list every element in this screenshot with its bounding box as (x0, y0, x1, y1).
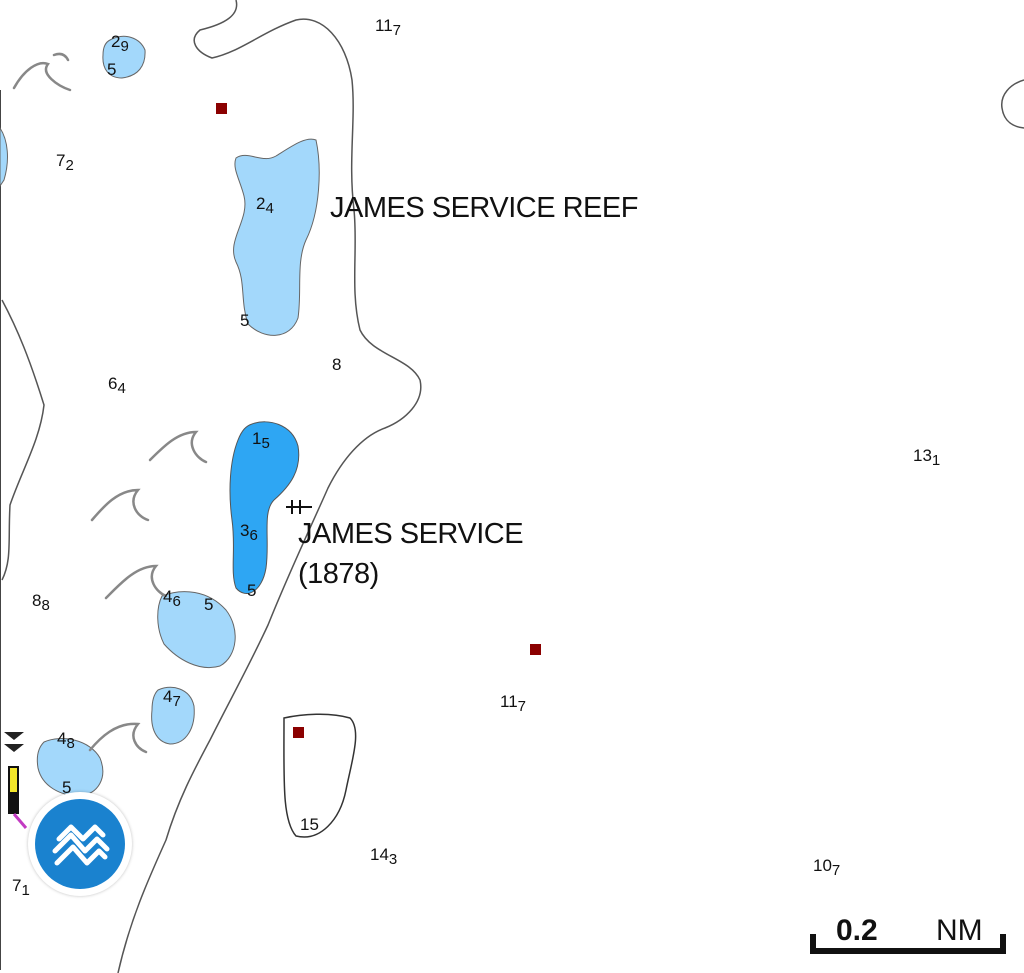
depth-sounding: 71 (12, 876, 30, 899)
depth-sounding: 5 (62, 778, 72, 797)
depth-sounding: 107 (813, 856, 841, 879)
depth-sounding: 29 (111, 32, 129, 55)
depth-sounding: 117 (375, 16, 401, 39)
depth-sounding: 15 (252, 429, 270, 452)
rock-symbol-icon (88, 722, 148, 754)
depth-sounding: 64 (108, 374, 126, 397)
depth-sounding: 117 (500, 692, 526, 715)
scale-unit: NM (936, 914, 983, 947)
depth-sounding: 5 (204, 595, 214, 614)
depth-sounding: 5 (247, 581, 257, 600)
depth-sounding: 131 (913, 446, 941, 469)
logo-badge (35, 799, 125, 889)
depth-sounding: 5 (240, 311, 250, 330)
depth-sounding: 47 (163, 687, 181, 710)
wave-lines-icon (52, 824, 110, 866)
depth-sounding: 143 (370, 845, 398, 868)
depth-sounding: 8 (332, 355, 342, 374)
depth-sounding: 15 (300, 815, 319, 834)
rock-symbol-icon (12, 52, 72, 92)
square-marker-icon[interactable] (530, 644, 541, 655)
shallow-area-south-a (157, 591, 236, 668)
wreck-symbol-icon[interactable] (286, 500, 312, 514)
wreck-year-label: (1878) (298, 558, 379, 590)
sounding-15-contour (283, 713, 357, 838)
depth-sounding: 24 (256, 194, 274, 217)
square-marker-icon[interactable] (293, 727, 304, 738)
depth-sounding: 48 (57, 729, 75, 752)
left-depth-contour (1, 299, 45, 581)
rock-symbol-icon (90, 488, 150, 522)
depth-sounding: 36 (240, 521, 258, 544)
rock-symbol-icon (148, 430, 208, 464)
very-shallow-area (229, 421, 300, 594)
shallow-area-south-b (151, 686, 195, 745)
depth-sounding: 46 (163, 587, 181, 610)
shallow-area-west-edge (0, 127, 8, 187)
scale-bar-line (810, 934, 1006, 954)
reef-name-label[interactable]: JAMES SERVICE REEF (330, 192, 638, 224)
square-marker-icon[interactable] (216, 103, 227, 114)
scale-value: 0.2 (836, 914, 878, 947)
depth-sounding: 72 (56, 151, 74, 174)
depth-sounding: 88 (32, 591, 50, 614)
shallow-area-reef (233, 138, 320, 336)
shallow-area-north (102, 35, 146, 79)
depth-sounding: 5 (107, 60, 117, 79)
reef-depth-contour (117, 0, 422, 973)
tide-gauge-icon[interactable] (0, 730, 30, 830)
right-edge-contour (1001, 79, 1024, 129)
navionics-wave-logo-icon[interactable] (28, 792, 132, 896)
rock-symbol-icon (104, 564, 168, 600)
wreck-name-label[interactable]: JAMES SERVICE (298, 518, 524, 550)
scale-bar: 0.2 NM (810, 910, 1010, 960)
